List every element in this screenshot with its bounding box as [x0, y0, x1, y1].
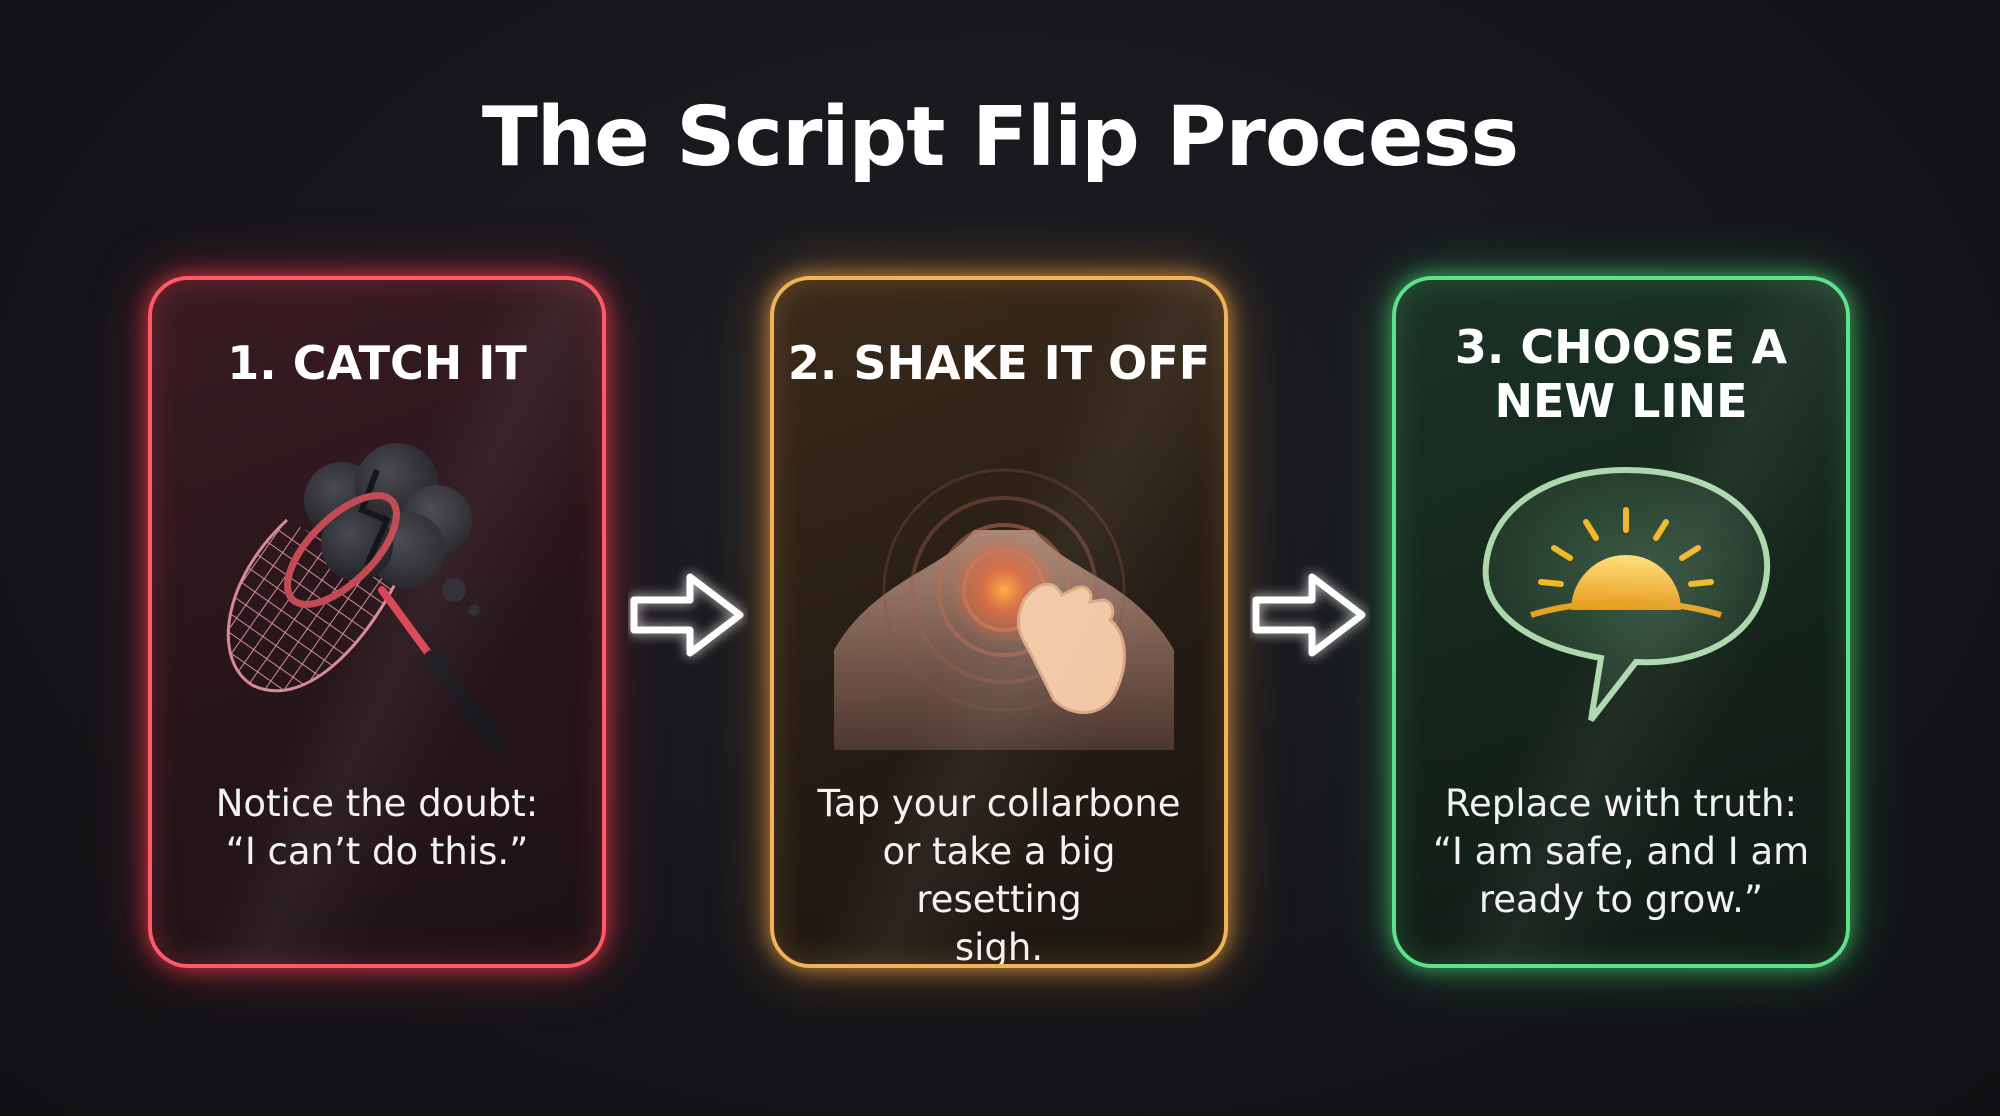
step-heading: 1. CATCH IT	[227, 336, 527, 390]
step-description: Replace with truth: “I am safe, and I am…	[1432, 782, 1810, 921]
step-card-choose-new-line: 3. CHOOSE A NEW LINE	[1392, 276, 1850, 968]
step-heading: 2. SHAKE IT OFF	[787, 336, 1211, 390]
arrow-right-icon	[1252, 573, 1366, 657]
step-card-catch-it: 1. CATCH IT	[148, 276, 606, 968]
arrow-right-icon	[630, 573, 744, 657]
step-description: Notice the doubt: “I can’t do this.”	[215, 782, 539, 873]
butterfly-net-cloud-icon	[226, 443, 508, 750]
sunrise-speech-bubble-icon	[1482, 466, 1771, 722]
step-heading: 3. CHOOSE A NEW LINE	[1454, 320, 1788, 428]
page-title: The Script Flip Process	[481, 90, 1519, 185]
collarbone-tap-icon	[834, 468, 1174, 750]
step-description: Tap your collarbone or take a big resett…	[817, 782, 1181, 968]
step-card-shake-it-off: 2. SHAKE IT OFF Tap your collarbone or t…	[770, 276, 1228, 968]
